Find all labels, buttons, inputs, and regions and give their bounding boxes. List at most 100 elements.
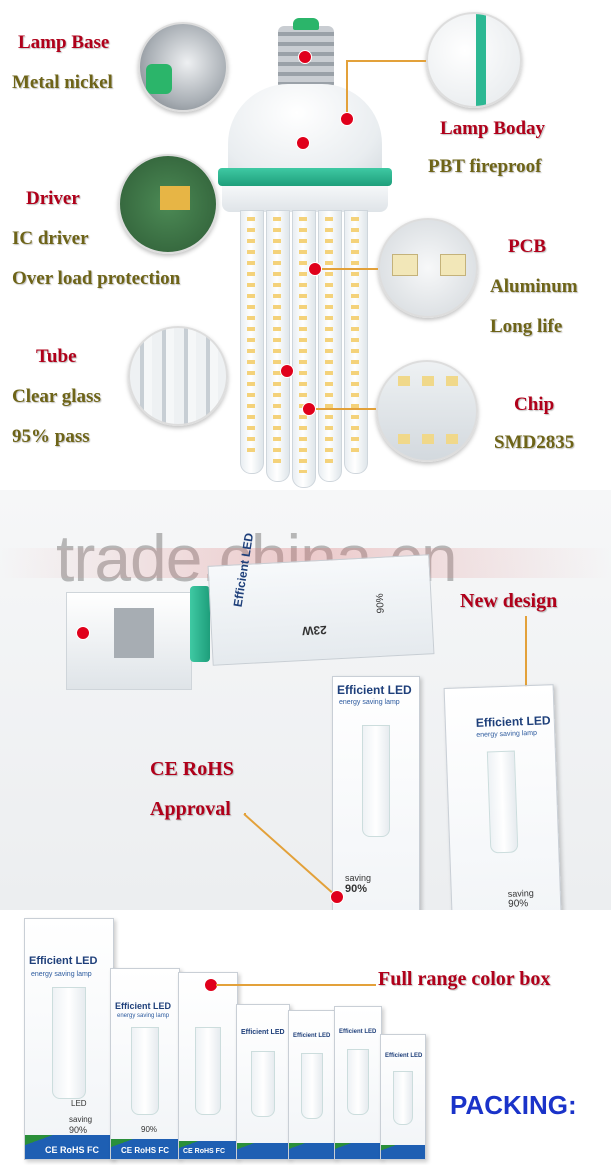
pack-box-5-stripe xyxy=(289,1143,335,1159)
pack-box-1-cert: CE RoHS FC xyxy=(45,1145,99,1155)
pcb-label: PCB xyxy=(508,236,546,257)
pack-box-6-lamp xyxy=(347,1049,369,1115)
lamp-base-detail-image xyxy=(138,22,228,112)
chip-detail-image xyxy=(376,360,478,462)
full-range-label: Full range color box xyxy=(378,968,551,990)
pack-box-2-stripe xyxy=(111,1139,179,1159)
clear-glass-label: Clear glass xyxy=(12,386,101,407)
lying-lamp-box: Efficient LED 23W 90% xyxy=(207,532,435,666)
approval-label: Approval xyxy=(150,798,231,820)
pack-box-1-saving: saving xyxy=(69,1115,93,1124)
pack-box-7-stripe xyxy=(381,1145,425,1159)
tube-label: Tube xyxy=(36,346,77,367)
lamp-body-label: Lamp Boday xyxy=(440,118,546,139)
product-box-back: Efficient LED energy saving lamp saving … xyxy=(443,684,563,942)
pack-box-1: Efficient LED energy saving lamp LED sav… xyxy=(24,918,114,1160)
pass-label: 95% pass xyxy=(12,426,90,447)
metal-nickel-label: Metal nickel xyxy=(12,72,113,93)
pack-box-3: CE RoHS FC xyxy=(178,972,238,1160)
lamp-base-label: Lamp Base xyxy=(18,32,110,53)
pack-box-4: Efficient LED xyxy=(236,1004,290,1160)
led-tube-4 xyxy=(318,210,342,482)
pointer-line-lamp-body xyxy=(346,60,426,62)
chip-label: Chip xyxy=(514,394,555,415)
pack-box-1-stripe xyxy=(25,1135,113,1159)
pack-box-5-brand: Efficient LED xyxy=(293,1033,331,1039)
marker-dot-pcb xyxy=(308,262,322,276)
lying-box-percent: 90% xyxy=(374,593,387,614)
driver-detail-image xyxy=(118,154,218,254)
packing-label: PACKING: xyxy=(450,1090,577,1120)
box-a-brand: Efficient LED xyxy=(337,683,412,697)
pack-box-3-stripe xyxy=(179,1141,237,1159)
packing-section: Efficient LED energy saving lamp LED sav… xyxy=(0,910,611,1165)
ce-rohs-label: CE RoHS xyxy=(150,758,234,780)
led-tube-2 xyxy=(266,210,290,482)
marker-dot-tube xyxy=(280,364,294,378)
pointer-line-ce-svg xyxy=(243,813,337,897)
marker-dot-chip xyxy=(302,402,316,416)
pack-box-4-stripe xyxy=(237,1143,289,1159)
lamp-anatomy-section: Lamp Base Metal nickel Lamp Boday PBT fi… xyxy=(0,0,611,490)
pack-box-2-percent: 90% xyxy=(141,1125,158,1134)
led-tube-5 xyxy=(344,210,368,474)
pack-box-2-brand: Efficient LED xyxy=(115,1001,172,1011)
pack-box-1-brand: Efficient LED xyxy=(29,955,98,967)
pointer-line-full-range xyxy=(216,984,376,986)
pack-box-7-lamp xyxy=(393,1071,413,1125)
box-a-lamp xyxy=(362,725,390,837)
lamp-body-dome xyxy=(228,84,382,180)
pack-box-7: Efficient LED xyxy=(380,1034,426,1160)
smd-label: SMD2835 xyxy=(494,432,575,453)
lying-box-wattage: 23W xyxy=(301,622,328,639)
pack-box-5-lamp xyxy=(301,1053,323,1119)
aluminum-label: Aluminum xyxy=(490,276,578,297)
pack-box-3-lamp xyxy=(195,1027,221,1115)
lying-lamp-socket xyxy=(114,608,154,658)
led-tube-3 xyxy=(292,210,316,488)
pack-box-2-sub: energy saving lamp xyxy=(117,1013,170,1019)
marker-dot-base xyxy=(298,50,312,64)
pack-box-3-cert: CE RoHS FC xyxy=(183,1148,225,1155)
pack-box-6-stripe xyxy=(335,1143,381,1159)
pack-box-6-brand: Efficient LED xyxy=(339,1029,377,1035)
pointer-line-lamp-body-v xyxy=(346,60,348,118)
marker-dot-ce xyxy=(330,890,344,904)
product-box-section: trade.china.cn Efficient LED 23W 90% New… xyxy=(0,490,611,942)
marker-dot-new-design-lamp xyxy=(76,626,90,640)
new-design-label: New design xyxy=(460,590,558,612)
pack-box-1-led: LED xyxy=(71,1099,87,1108)
box-a-percent: 90% xyxy=(345,883,368,895)
pack-box-5: Efficient LED xyxy=(288,1010,336,1160)
pack-box-1-lamp xyxy=(52,987,86,1099)
marker-dot-body xyxy=(340,112,354,126)
long-life-label: Long life xyxy=(490,316,563,337)
led-tube-1 xyxy=(240,210,264,474)
pack-box-2-lamp xyxy=(131,1027,159,1115)
pcb-detail-image xyxy=(378,218,478,318)
pbt-label: PBT fireproof xyxy=(428,156,542,177)
pack-box-4-brand: Efficient LED xyxy=(241,1029,285,1036)
pack-box-2: Efficient LED energy saving lamp 90% CE … xyxy=(110,968,180,1160)
pack-box-7-brand: Efficient LED xyxy=(385,1053,423,1059)
pointer-line-chip xyxy=(310,408,376,410)
box-b-saving: saving xyxy=(507,887,534,899)
box-a-sub: energy saving lamp xyxy=(339,699,400,706)
tube-detail-image xyxy=(128,326,228,426)
box-b-percent: 90% xyxy=(508,898,529,910)
box-a-saving: saving xyxy=(345,873,372,883)
lying-lamp-ring xyxy=(190,586,210,662)
pack-box-4-lamp xyxy=(251,1051,275,1117)
pack-box-6: Efficient LED xyxy=(334,1006,382,1160)
lamp-body-ring xyxy=(218,168,392,186)
lamp-body-collar xyxy=(222,186,388,212)
pack-box-1-percent: 90% xyxy=(69,1125,88,1135)
ic-driver-label: IC driver xyxy=(12,228,89,249)
pack-box-2-cert: CE RoHS FC xyxy=(121,1146,169,1155)
box-b-brand: Efficient LED xyxy=(475,713,551,730)
lamp-body-detail-image xyxy=(426,12,522,108)
lamp-base-tip xyxy=(293,18,319,30)
overload-label: Over load protection xyxy=(12,268,181,289)
box-b-sub: energy saving lamp xyxy=(476,729,538,739)
pointer-line-pcb xyxy=(316,268,378,270)
